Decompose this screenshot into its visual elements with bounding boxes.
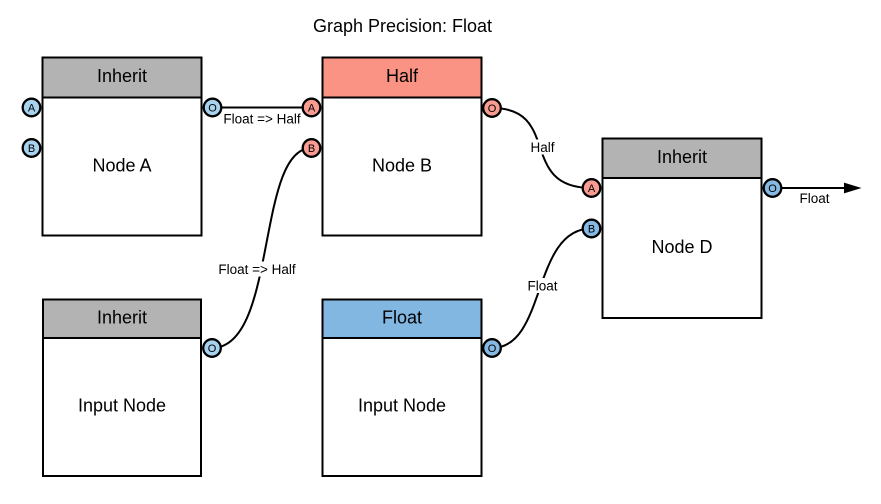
- svg-text:Node B: Node B: [372, 155, 432, 175]
- svg-text:B: B: [28, 143, 35, 155]
- svg-text:B: B: [308, 143, 315, 155]
- svg-text:Half: Half: [530, 140, 554, 155]
- svg-text:Float: Float: [382, 307, 422, 327]
- svg-text:Input Node: Input Node: [358, 396, 446, 416]
- svg-text:O: O: [488, 343, 497, 355]
- svg-text:Input Node: Input Node: [78, 396, 166, 416]
- svg-text:B: B: [588, 224, 595, 236]
- svg-text:Inherit: Inherit: [657, 147, 707, 167]
- svg-text:O: O: [768, 183, 777, 195]
- svg-text:Node A: Node A: [92, 155, 151, 175]
- svg-text:Graph Precision: Float: Graph Precision: Float: [313, 16, 492, 36]
- svg-text:Float => Half: Float => Half: [218, 262, 296, 277]
- svg-text:Node D: Node D: [651, 237, 712, 257]
- svg-text:O: O: [208, 343, 217, 355]
- svg-text:A: A: [28, 103, 36, 115]
- svg-text:Half: Half: [386, 66, 419, 86]
- svg-text:A: A: [588, 183, 596, 195]
- svg-text:O: O: [208, 103, 217, 115]
- svg-text:Float: Float: [799, 191, 829, 206]
- svg-text:A: A: [308, 103, 316, 115]
- svg-text:Inherit: Inherit: [97, 66, 147, 86]
- svg-text:Float: Float: [527, 279, 557, 294]
- svg-text:Inherit: Inherit: [97, 307, 147, 327]
- svg-text:Float => Half: Float => Half: [223, 112, 301, 127]
- svg-text:O: O: [488, 103, 497, 115]
